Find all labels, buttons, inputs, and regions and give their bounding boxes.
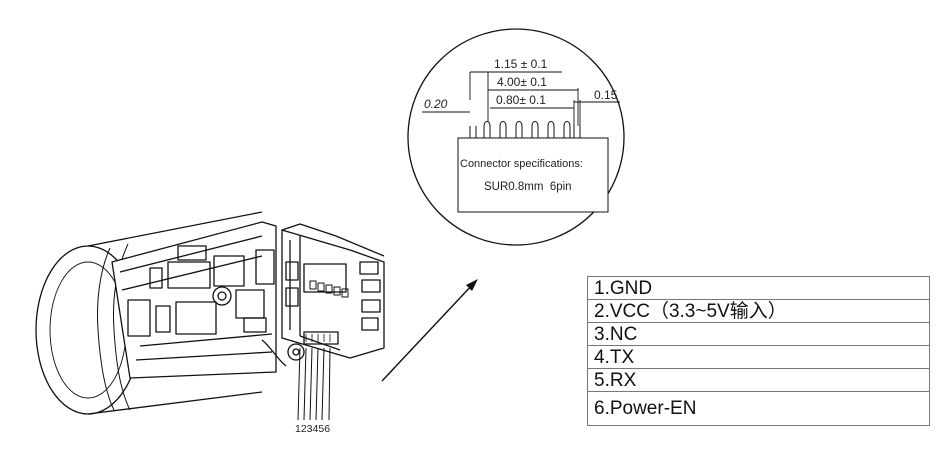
- back-module: [261, 223, 385, 367]
- dim-overall-span: 4.00± 0.1: [497, 75, 547, 89]
- dim-pin-pitch: 0.80± 0.1: [496, 93, 546, 107]
- pinout-label: 4.TX: [587, 345, 930, 369]
- pin-numbers-label: 123456: [295, 423, 330, 435]
- main-board: [111, 221, 277, 379]
- pin-lead-lines: [297, 347, 331, 421]
- pinout-row: 3.NC: [587, 322, 930, 346]
- connector-spec-value: SUR0.8mm 6pin: [484, 181, 572, 193]
- connector-pins: [469, 121, 581, 138]
- pinout-label: 3.NC: [587, 322, 930, 346]
- connector-detail-callout: 1.15 ± 0.1 4.00± 0.1 0.80± 0.1 0.15 0.20…: [407, 28, 625, 246]
- pinout-row: 6.Power-EN: [587, 391, 930, 426]
- dim-edge-offset: 0.20: [424, 97, 448, 111]
- camera-module-drawing: [35, 211, 385, 421]
- dim-pitch-span: 1.15 ± 0.1: [494, 57, 548, 71]
- pinout-row: 5.RX: [587, 368, 930, 392]
- callout-arrow: [381, 279, 478, 382]
- pinout-table: 1.GND 2.VCC（3.3~5V输入） 3.NC 4.TX 5.RX 6.P…: [587, 276, 930, 426]
- pinout-label: 2.VCC（3.3~5V输入）: [587, 299, 930, 323]
- pinout-row: 4.TX: [587, 345, 930, 369]
- pinout-label: 6.Power-EN: [587, 391, 930, 426]
- connector-body: [457, 137, 609, 213]
- connector-spec-title: Connector specifications:: [460, 158, 583, 170]
- pinout-label: 5.RX: [587, 368, 930, 392]
- pinout-label: 1.GND: [587, 276, 930, 300]
- dim-pin-width: 0.15: [594, 88, 618, 102]
- pinout-row: 1.GND: [587, 276, 930, 300]
- pinout-row: 2.VCC（3.3~5V输入）: [587, 299, 930, 323]
